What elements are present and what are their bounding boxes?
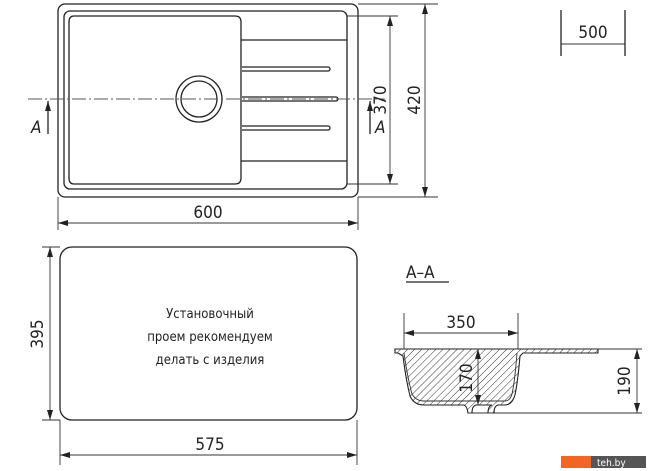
- bowl-outline: [68, 15, 242, 185]
- sink-profile: [394, 348, 599, 414]
- dim-170: 170: [457, 363, 477, 392]
- sink-inner-rim: [63, 10, 348, 190]
- drainboard-rib: [242, 125, 331, 131]
- dim-350: 350: [446, 313, 475, 333]
- dim-190: 190: [615, 366, 635, 395]
- watermark: teh.by: [561, 456, 646, 469]
- cutout-note-line-1: Установочный: [166, 307, 254, 322]
- cutout-outline: [59, 246, 358, 421]
- scale-label: 500: [560, 10, 626, 56]
- watermark-text: teh.by: [597, 458, 626, 469]
- scale-value: 500: [578, 23, 607, 43]
- section-title: A–A: [406, 263, 435, 283]
- dim-370: 370: [371, 85, 391, 114]
- dim-420: 420: [405, 85, 425, 114]
- drainboard-rib: [242, 66, 331, 72]
- dim-575: 575: [195, 435, 224, 455]
- cutout-note-line-3: делать с изделия: [156, 353, 265, 368]
- dim-395: 395: [28, 319, 48, 348]
- section-mark-left: A: [30, 118, 41, 138]
- sink-outline: [57, 3, 359, 198]
- cutout-view: Установочный проем рекомендуем делать с …: [28, 246, 358, 465]
- dim-600: 600: [193, 203, 222, 223]
- cutout-note-line-2: проем рекомендуем: [147, 330, 273, 345]
- section-mark-right: A: [374, 118, 385, 138]
- section-view: A–A 350 170 190: [394, 263, 642, 414]
- top-view: A A 370 420 600: [28, 3, 438, 230]
